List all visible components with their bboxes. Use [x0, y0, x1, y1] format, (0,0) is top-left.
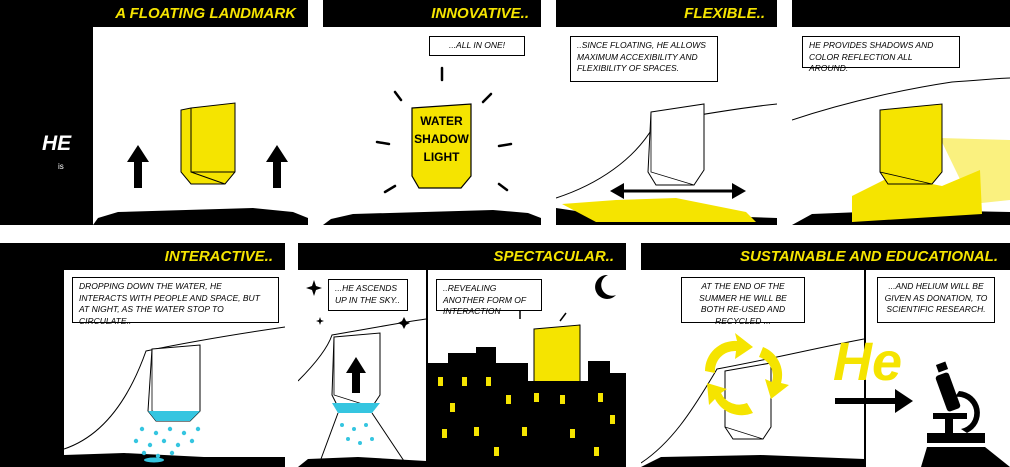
interactive-illustration	[64, 326, 285, 467]
caption-box: ..SINCE FLOATING, HE ALLOWS MAXIMUM ACCE…	[570, 36, 718, 82]
floating-landmark-illustration	[93, 102, 308, 225]
stars-icon	[306, 280, 410, 329]
panel-title: A FLOATING LANDMARK	[93, 0, 308, 27]
intro-is-label: is	[58, 162, 64, 171]
caption-box-right: ...AND HELIUM WILL BE GIVEN AS DONATION,…	[877, 277, 995, 323]
shadows-illustration	[792, 77, 1010, 225]
box-word-light: LIGHT	[423, 150, 460, 164]
intro-he-label: HE	[42, 132, 72, 155]
up-arrow-icon	[266, 145, 288, 188]
panel-title-bar	[792, 0, 1010, 27]
intro-strip-bottom	[0, 243, 64, 467]
caption-box: DROPPING DOWN THE WATER, HE INTERACTS WI…	[72, 277, 279, 326]
innovative-illustration	[323, 66, 541, 225]
caption-box: ...ALL IN ONE!	[429, 36, 525, 56]
light-rays-icon	[375, 66, 513, 194]
panel-sustainable: SUSTAINABLE AND EDUCATIONAL. AT THE END …	[641, 243, 1010, 467]
box-word-shadow: SHADOW	[414, 132, 469, 146]
microscope-icon	[921, 361, 1010, 467]
moon-icon	[595, 274, 616, 299]
intro-strip-top	[0, 0, 93, 225]
panel-innovative: INNOVATIVE.. ...ALL IN ONE! WATER SHADOW…	[323, 0, 541, 225]
caption-box-right: ..REVEALING ANOTHER FORM OF INTERACTION	[436, 279, 542, 316]
caption-box-left: ...HE ASCENDS UP IN THE SKY..	[328, 279, 408, 311]
city-skyline	[428, 347, 626, 467]
box-word-water: WATER	[420, 114, 463, 128]
water-drops-icon	[133, 426, 201, 463]
up-arrow-icon	[127, 145, 149, 188]
panel-title: FLEXIBLE..	[556, 0, 777, 27]
helium-symbol: He	[833, 332, 903, 392]
panel-shadows: HE PROVIDES SHADOWS AND COLOR REFLECTION…	[792, 0, 1010, 225]
panel-divider	[426, 270, 428, 467]
panel-flexible: FLEXIBLE.. ..SINCE FLOATING, HE ALLOWS M…	[556, 0, 777, 225]
lit-windows	[438, 377, 615, 456]
panel-divider	[864, 270, 866, 467]
spectacular-illustration	[298, 274, 626, 467]
flexible-illustration	[556, 103, 777, 225]
recycle-icon	[704, 333, 789, 416]
panel-spectacular: SPECTACULAR.. ...HE ASCENDS UP IN THE SK…	[298, 243, 626, 467]
caption-box-left: AT THE END OF THE SUMMER HE WILL BE BOTH…	[681, 277, 805, 326]
panel-title: SPECTACULAR..	[298, 243, 626, 270]
sustainable-illustration	[641, 333, 1010, 467]
caption-box: HE PROVIDES SHADOWS AND COLOR REFLECTION…	[802, 36, 960, 73]
up-arrow-icon	[346, 357, 366, 393]
panel-title: INTERACTIVE..	[64, 243, 285, 270]
panel-floating-landmark: A FLOATING LANDMARK	[93, 0, 308, 225]
panel-title: SUSTAINABLE AND EDUCATIONAL.	[641, 243, 1010, 270]
panel-interactive: INTERACTIVE.. DROPPING DOWN THE WATER, H…	[64, 243, 285, 467]
panel-title: INNOVATIVE..	[323, 0, 541, 27]
